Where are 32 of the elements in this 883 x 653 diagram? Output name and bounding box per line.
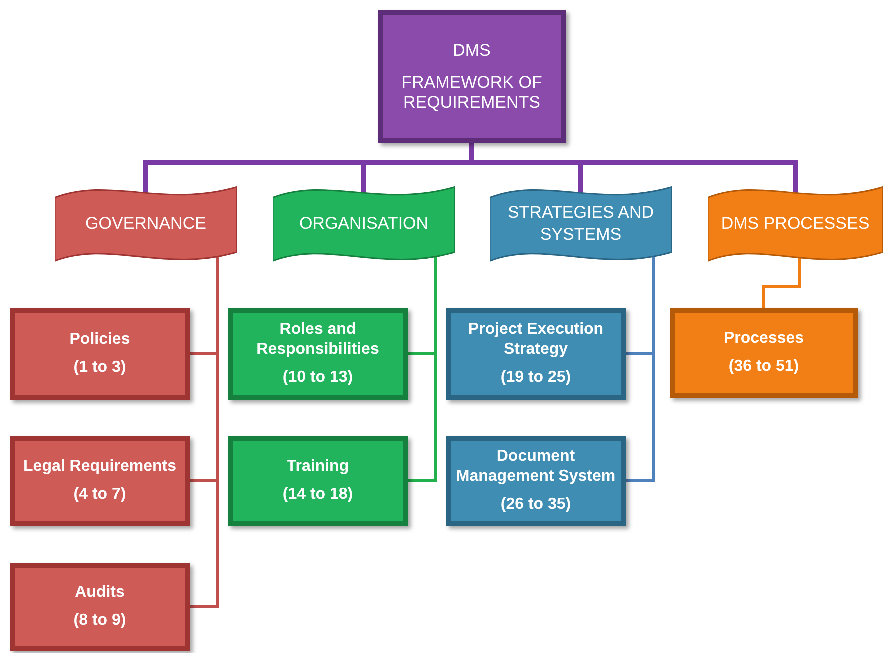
category-heading: GOVERNANCE <box>86 213 206 235</box>
item-range: (19 to 25) <box>500 368 572 388</box>
item-name: Document Management System <box>455 447 617 487</box>
item-name: Training <box>286 457 350 477</box>
item-name: Project Execution Strategy <box>467 320 605 360</box>
title-text: DMS <box>453 40 491 60</box>
item-range: (36 to 51) <box>728 357 800 377</box>
item-name: Roles and Responsibilities <box>256 320 380 360</box>
item-range: (1 to 3) <box>74 358 126 378</box>
item-range: (8 to 9) <box>74 611 126 631</box>
item-box <box>228 308 408 400</box>
item-box <box>10 563 190 651</box>
item-range: (4 to 7) <box>74 485 126 505</box>
category-heading: ORGANISATION <box>299 213 429 235</box>
connector-line <box>762 256 802 308</box>
item-box <box>670 308 858 398</box>
item-range: (10 to 13) <box>282 368 354 388</box>
item-name: Audits <box>75 583 125 603</box>
title-box <box>378 10 566 143</box>
title-text: FRAMEWORK OF REQUIREMENTS <box>400 72 544 112</box>
item-box <box>446 308 626 400</box>
item-name: Processes <box>724 329 804 349</box>
category-heading: STRATEGIES AND SYSTEMS <box>506 202 656 246</box>
item-name: Legal Requirements <box>24 457 176 477</box>
item-box <box>10 436 190 526</box>
category-heading: DMS PROCESSES <box>721 213 870 235</box>
item-box <box>228 436 408 526</box>
item-box <box>446 436 626 526</box>
item-range: (14 to 18) <box>282 485 354 505</box>
item-box <box>10 308 190 400</box>
item-range: (26 to 35) <box>500 495 572 515</box>
item-name: Policies <box>70 330 130 350</box>
